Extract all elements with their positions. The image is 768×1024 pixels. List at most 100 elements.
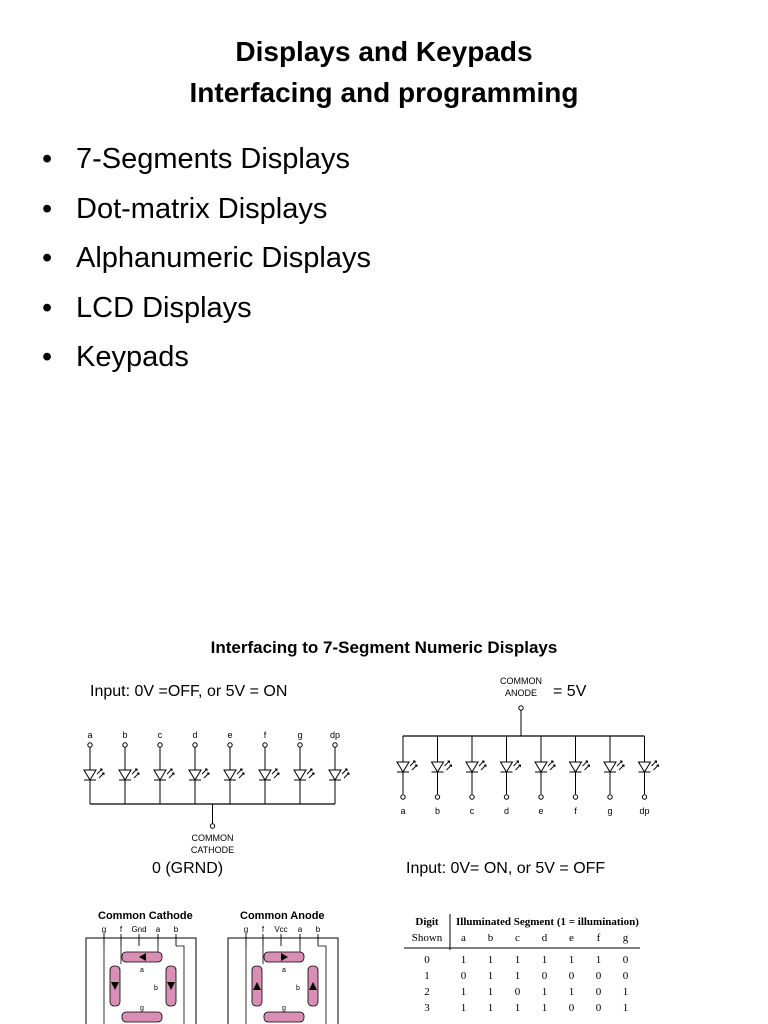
common-cathode-input-label: Input: 0V =OFF, or 5V = ON: [90, 683, 288, 700]
pin-label: a: [156, 925, 161, 934]
pinout-cc-title: Common Cathode: [98, 910, 193, 922]
table-digit-cell: 1: [424, 970, 430, 982]
diode-arrow-icon: [281, 953, 288, 961]
pin-label: g: [102, 925, 106, 934]
table-value-cell: 0: [514, 986, 521, 998]
segment-label: b: [122, 730, 127, 740]
svg-text:g: g: [140, 1005, 144, 1012]
table-digit-cell: 3: [424, 1002, 430, 1014]
svg-text:b: b: [296, 985, 300, 992]
led-segment-e: e: [223, 730, 245, 804]
led-segment-g: g: [603, 736, 625, 816]
display-outline: [227, 937, 339, 1024]
table-value-cell: 0: [622, 954, 629, 966]
led-segment-dp: dp: [328, 730, 350, 804]
segment-truth-table: Digit Illuminated Segment (1 = illuminat…: [404, 914, 640, 1016]
led-segment-c: c: [465, 736, 487, 816]
table-value-cell: 1: [514, 954, 521, 966]
segment-label: c: [470, 806, 475, 816]
table-value-cell: 1: [487, 970, 494, 982]
table-value-cell: 1: [541, 986, 548, 998]
table-value-cell: 1: [514, 970, 521, 982]
table-digit-cell: 2: [424, 986, 430, 998]
segment-label: a: [400, 806, 405, 816]
bullet-list: •7-Segments Displays •Dot-matrix Display…: [42, 138, 371, 386]
led-segment-f: f: [258, 730, 280, 804]
bullet-item: •Dot-matrix Displays: [42, 188, 371, 238]
table-value-cell: 1: [541, 954, 548, 966]
ground-label: 0 (GRND): [152, 860, 224, 877]
segment-label: f: [574, 806, 577, 816]
table-value-cell: 0: [568, 970, 575, 982]
common-anode-circuit: COMMON ANODE a b c d e f g dp: [396, 676, 659, 816]
table-header-shown: Shown: [411, 932, 443, 944]
bullet-dot-icon: •: [42, 291, 53, 324]
led-segment-c: c: [153, 730, 175, 804]
table-header-segment: Illuminated Segment (1 = illumination): [456, 916, 639, 928]
pin-label: f: [262, 925, 265, 934]
svg-text:b: b: [154, 985, 158, 992]
diode-arrow-icon: [139, 953, 146, 961]
led-segment-a: a: [396, 736, 418, 816]
pinout-ca-title: Common Anode: [240, 910, 325, 922]
led-segment-d: d: [499, 736, 521, 816]
table-value-cell: 0: [595, 1002, 602, 1014]
table-value-cell: 1: [595, 954, 602, 966]
table-value-cell: 1: [487, 986, 494, 998]
table-column-header: c: [515, 932, 520, 944]
segment-label: dp: [330, 730, 340, 740]
pin-label: a: [298, 925, 303, 934]
svg-text:g: g: [282, 1005, 286, 1012]
segment-label: d: [504, 806, 509, 816]
table-value-cell: 0: [595, 970, 602, 982]
table-rule-lines: [404, 914, 640, 950]
table-value-cell: 0: [460, 970, 467, 982]
diode-arrow-icon: [111, 982, 119, 990]
bullet-dot-icon: •: [42, 341, 53, 373]
segment-g: [263, 1011, 305, 1023]
table-column-header: f: [596, 932, 601, 944]
segment-label: dp: [639, 806, 649, 816]
bullet-item: •Alphanumeric Displays: [42, 237, 371, 287]
table-value-cell: 0: [541, 970, 548, 982]
common-anode-label-2: ANODE: [505, 688, 537, 698]
common-cathode-label-1: COMMON: [192, 833, 234, 843]
bullet-dot-icon: •: [42, 143, 53, 175]
figure-title: Interfacing to 7-Segment Numeric Display…: [210, 638, 558, 657]
table-column-header: e: [569, 932, 574, 944]
table-value-cell: 1: [514, 1002, 521, 1014]
led-segment-e: e: [534, 736, 556, 816]
segment-label: e: [538, 806, 543, 816]
pin-label: Vcc: [274, 925, 287, 934]
table-value-cell: 1: [460, 1002, 467, 1014]
anode-voltage-label: = 5V: [553, 683, 587, 700]
table-value-cell: 0: [568, 1002, 575, 1014]
led-segment-d: d: [188, 730, 210, 804]
common-cathode-label-2: CATHODE: [191, 845, 234, 855]
table-column-header: a: [461, 932, 466, 944]
led-segment-g: g: [293, 730, 315, 804]
segment-label: f: [264, 730, 267, 740]
slide-title-line1: Displays and Keypads: [235, 36, 533, 67]
bullet-dot-icon: •: [42, 242, 53, 274]
segment-label: e: [227, 730, 232, 740]
table-column-header: b: [487, 932, 494, 944]
segment-label: g: [607, 806, 612, 816]
common-anode-label-1: COMMON: [500, 676, 542, 686]
pin-label: g: [244, 925, 248, 934]
led-segment-f: f: [568, 736, 590, 816]
led-segment-b: b: [118, 730, 140, 804]
table-value-cell: 1: [487, 954, 494, 966]
bullet-item: •Keypads: [42, 336, 371, 386]
table-value-cell: 1: [568, 954, 575, 966]
table-value-cell: 0: [622, 970, 629, 982]
segment-label: b: [435, 806, 440, 816]
bullet-item: •7-Segments Displays: [42, 138, 371, 188]
table-value-cell: 1: [460, 986, 467, 998]
pin-label: b: [174, 925, 179, 934]
led-segment-b: b: [430, 736, 452, 816]
